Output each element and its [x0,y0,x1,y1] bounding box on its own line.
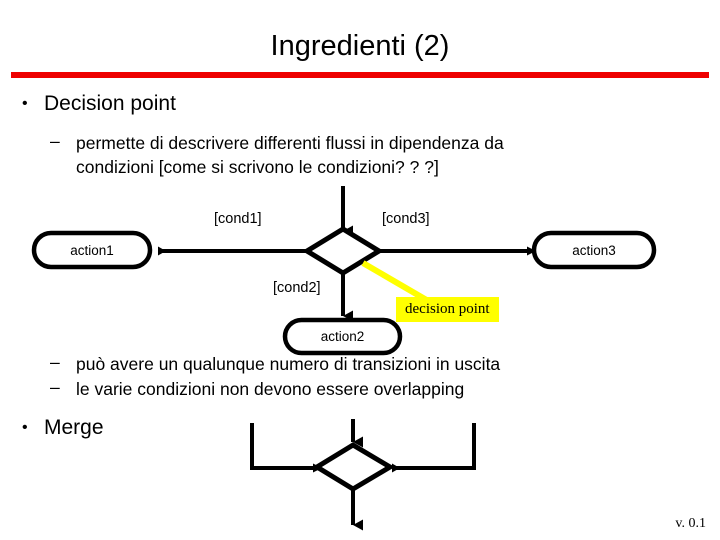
bullet-marker-icon: • [22,95,28,112]
sub-bullet-transizioni-label: può avere un qualunque numero di transiz… [76,354,501,374]
action2-label: action2 [320,329,365,344]
page-title: Ingredienti (2) [270,30,450,62]
sub-bullet-permette: – permette di descrivere differenti flus… [50,131,690,179]
merge-diamond [312,442,395,492]
bullet-decision-point: • Decision point [22,92,176,116]
merge-edge-left-in [250,423,322,473]
dash-marker-icon: – [50,131,60,151]
dash-marker-icon: – [50,377,60,397]
merge-edge-right-in [392,423,476,473]
bullet-merge: • Merge [22,416,104,440]
sub-bullet-permette-line1: permette di descrivere differenti flussi… [76,133,504,153]
condition-label-cond3: [cond3] [382,211,430,227]
decision-diamond [302,226,384,276]
action3-label: action3 [572,243,616,258]
sub-bullet-permette-line2: condizioni [come si scrivono le condizio… [76,157,439,177]
action1-label: action1 [70,243,114,258]
condition-label-cond2: [cond2] [273,280,321,296]
bullet-marker-icon: • [22,419,28,436]
bullet-merge-label: Merge [44,416,104,439]
dash-marker-icon: – [50,352,60,372]
bullet-decision-point-label: Decision point [44,92,176,115]
version-label: v. 0.1 [675,516,706,531]
decision-point-callout: decision point [396,297,499,322]
sub-bullet-overlapping-label: le varie condizioni non devono essere ov… [76,379,465,399]
sub-bullet-transizioni: – può avere un qualunque numero di trans… [50,352,690,376]
sub-bullet-overlapping: – le varie condizioni non devono essere … [50,377,690,401]
condition-label-cond1: [cond1] [214,211,262,227]
title-divider [11,72,709,78]
